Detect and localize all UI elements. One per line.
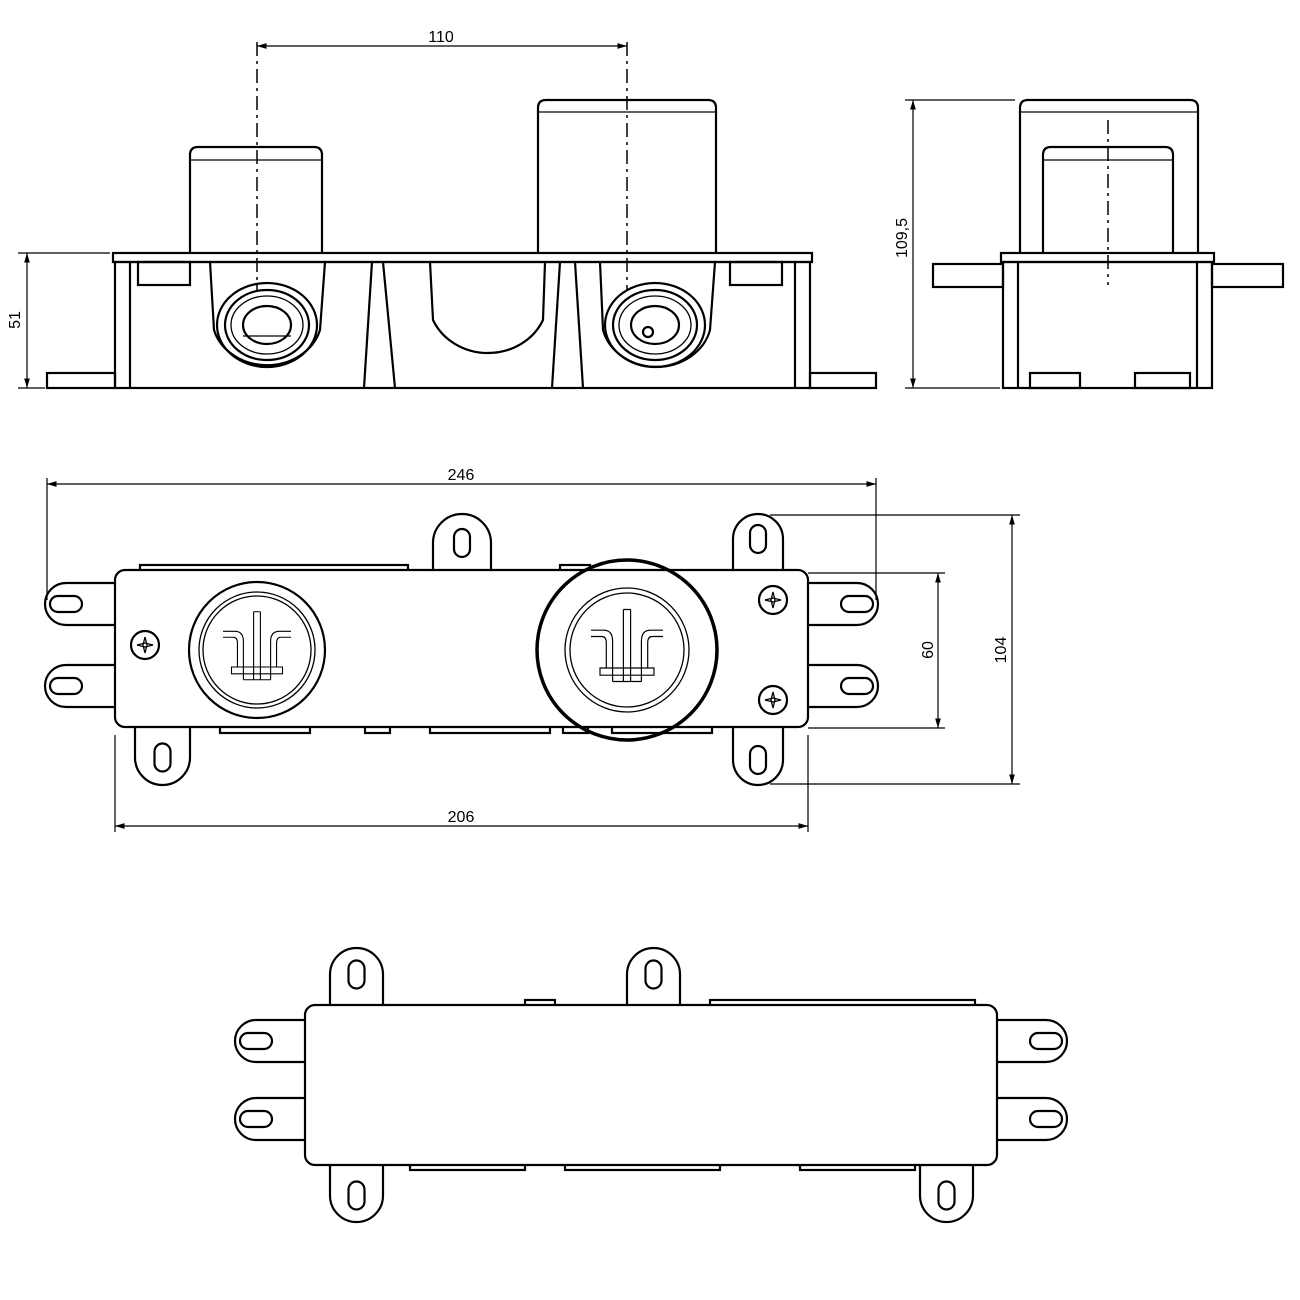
left-port [215, 281, 319, 369]
mounting-ear [233, 1018, 308, 1064]
slot-hole [48, 594, 84, 614]
slot-hole [238, 1109, 274, 1129]
dim-label-206: 206 [448, 809, 475, 826]
front-elevation-view: 110 51 [7, 29, 878, 390]
mounting-ear [233, 1096, 308, 1142]
mounting-ear [133, 725, 192, 787]
slot-hole [1028, 1031, 1064, 1051]
slot-hole [839, 594, 875, 614]
slot-hole [839, 676, 875, 696]
rear-plate [303, 1003, 999, 1167]
right-cylinder [536, 98, 718, 253]
mounting-ear [43, 581, 117, 627]
mounting-ear [431, 512, 493, 572]
screw-icon [757, 684, 789, 716]
dim-label-51: 51 [7, 311, 24, 329]
dim-label-110: 110 [428, 29, 454, 46]
rear-plan-view [233, 946, 1069, 1224]
mounting-ear [918, 1162, 975, 1224]
mounting-ear [731, 725, 785, 787]
slot-hole [347, 959, 366, 990]
left-cylinder [188, 145, 324, 253]
side-elevation-view: 109,5 [894, 98, 1285, 390]
slot-hole [153, 742, 172, 773]
screw-icon [129, 629, 161, 661]
mounting-ear [43, 663, 117, 709]
slot-hole [452, 527, 472, 559]
side-outer-cylinder [1018, 98, 1200, 253]
slot-hole [937, 1180, 956, 1211]
screw-icon [757, 584, 789, 616]
right-foot [808, 371, 878, 390]
slot-hole [748, 744, 768, 776]
brand-logo-icon [590, 608, 664, 683]
side-box-body [1001, 260, 1214, 390]
slot-hole [1028, 1109, 1064, 1129]
dim-label-60: 60 [920, 641, 937, 659]
mounting-ear [625, 946, 682, 1008]
left-foot [45, 371, 117, 390]
mounting-ear [806, 663, 880, 709]
mounting-ear [328, 946, 385, 1008]
mounting-ear [806, 581, 880, 627]
slot-hole [347, 1180, 366, 1211]
dim-label-104: 104 [993, 637, 1010, 664]
dim-label-246: 246 [448, 467, 475, 484]
left-valve-knob [187, 580, 327, 720]
front-plan-view: 246 206 60 104 [43, 467, 1020, 832]
right-valve-knob [535, 558, 719, 742]
mounting-plate [113, 568, 810, 729]
mounting-ear [731, 512, 785, 572]
mounting-ear [328, 1162, 385, 1224]
brand-logo-icon [222, 611, 292, 681]
slot-hole [748, 523, 768, 555]
dim-label-109-5: 109,5 [894, 218, 911, 258]
slot-hole [238, 1031, 274, 1051]
slot-hole [48, 676, 84, 696]
right-port [603, 281, 707, 369]
slot-hole [644, 959, 663, 990]
top-plate [111, 251, 814, 264]
mounting-ear [994, 1018, 1069, 1064]
mounting-ear [994, 1096, 1069, 1142]
